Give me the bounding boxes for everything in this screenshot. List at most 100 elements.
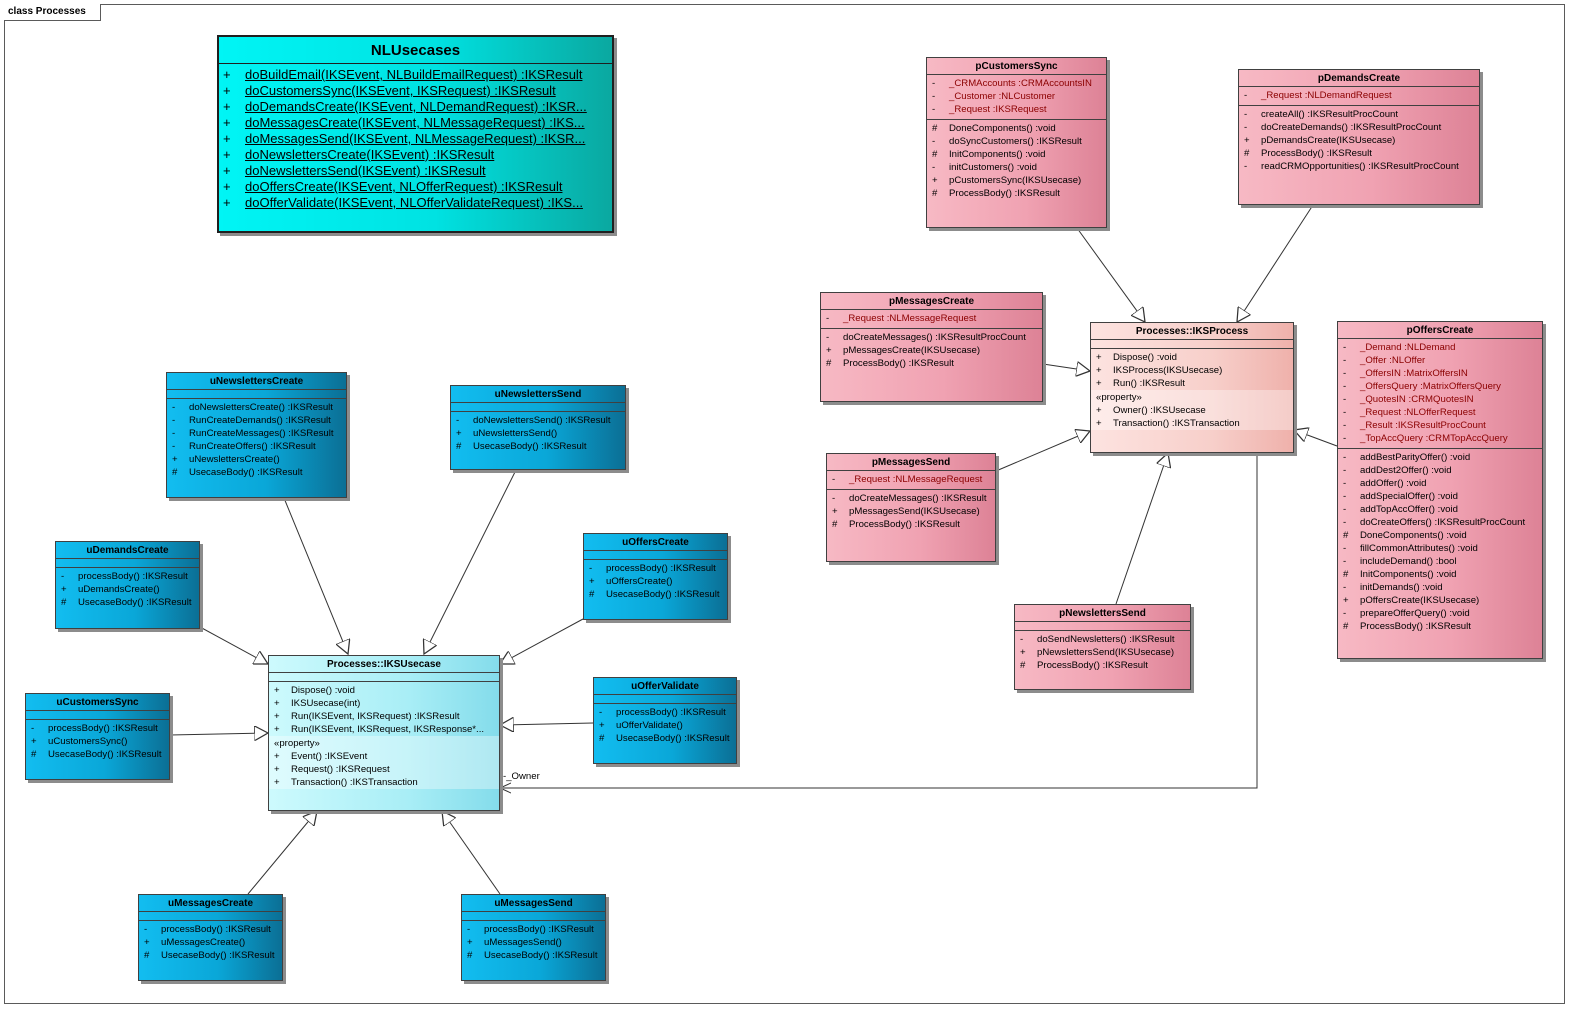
member-text: _Request :NLDemandRequest [1261,90,1392,101]
member-text: doCreateMessages() :IKSResult [849,493,987,504]
class-name: pCustomersSync [927,58,1106,75]
class-unewsletterscreate[interactable]: uNewslettersCreate -doNewslettersCreate(… [166,372,347,498]
operation-list: +Dispose() :void+IKSUsecase(int)+Run(IKS… [269,684,499,736]
gen-uOffersCreate [500,618,584,664]
member-row: +doNewslettersSend(IKSEvent) :IKSResult [219,163,612,179]
visibility-marker: - [932,104,936,115]
operations: -processBody() :IKSResult+uDemandsCreate… [56,568,199,612]
class-iksprocess[interactable]: Processes::IKSProcess +Dispose() :void+I… [1090,322,1294,453]
member-text: doSendNewsletters() :IKSResult [1037,634,1175,645]
class-ucustomerssync[interactable]: uCustomersSync -processBody() :IKSResult… [25,693,170,780]
class-unewsletterssend[interactable]: uNewslettersSend -doNewslettersSend() :I… [450,385,626,470]
visibility-marker: + [223,83,231,98]
class-umessagescreate[interactable]: uMessagesCreate -processBody() :IKSResul… [138,894,283,981]
class-udemandscreate[interactable]: uDemandsCreate -processBody() :IKSResult… [55,541,200,629]
member-row: +pMessagesCreate(IKSUsecase) [821,344,1042,357]
member-row: +doMessagesCreate(IKSEvent, NLMessageReq… [219,115,612,131]
attributes [1015,622,1190,631]
member-row: +doCustomersSync(IKSEvent, IKSRequest) :… [219,83,612,99]
visibility-marker: + [172,454,178,465]
visibility-marker: - [144,924,148,935]
member-row: +doOffersCreate(IKSEvent, NLOfferRequest… [219,179,612,195]
class-pcustomerssync[interactable]: pCustomersSync -_CRMAccounts :CRMAccount… [926,57,1107,228]
operations: +Dispose() :void+IKSProcess(IKSUsecase)+… [1091,349,1293,433]
class-pmessagescreate[interactable]: pMessagesCreate -_Request :NLMessageRequ… [820,292,1043,402]
member-row: +doMessagesSend(IKSEvent, NLMessageReque… [219,131,612,147]
member-row: -addBestParityOffer() :void [1338,451,1542,464]
member-text: IKSUsecase(int) [291,698,361,709]
member-row: -addTopAccOffer() :void [1338,503,1542,516]
member-text: UsecaseBody() :IKSResult [161,950,275,961]
visibility-marker: # [456,441,462,452]
class-uoffervalidate[interactable]: uOfferValidate -processBody() :IKSResult… [593,677,737,764]
visibility-marker: # [932,188,938,199]
class-iksusecase[interactable]: Processes::IKSUsecase +Dispose() :void+I… [268,655,500,811]
visibility-marker: # [172,467,178,478]
member-row: -readCRMOpportunities() :IKSResultProcCo… [1239,160,1479,173]
class-umessagessend[interactable]: uMessagesSend -processBody() :IKSResult+… [461,894,606,981]
member-text: addBestParityOffer() :void [1360,452,1471,463]
member-text: pCustomersSync(IKSUsecase) [949,175,1082,186]
member-text: _Request :NLMessageRequest [843,313,977,324]
member-text: _Request :IKSRequest [949,104,1047,115]
visibility-marker: - [1020,634,1024,645]
member-text: pMessagesSend(IKSUsecase) [849,506,980,517]
member-row: # UsecaseBody() :IKSResult [167,466,346,479]
member-text: UsecaseBody() :IKSResult [189,467,303,478]
visibility-marker: - [467,924,471,935]
member-text: addOffer() :void [1360,478,1427,489]
member-row: #ProcessBody() :IKSResult [1239,147,1479,160]
visibility-marker: - [1343,556,1347,567]
member-text: doBuildEmail(IKSEvent, NLBuildEmailReque… [245,67,583,82]
member-row: -processBody() :IKSResult [594,706,736,719]
member-row: -doCreateDemands() :IKSResultProcCount [1239,121,1479,134]
attributes: -_CRMAccounts :CRMAccountsIN-_Customer :… [927,75,1106,120]
member-text: addSpecialOffer() :void [1360,491,1458,502]
gen-pMessagesSend [995,431,1090,472]
member-row: +Event() :IKSEvent [269,750,499,763]
operations: -doSendNewsletters() :IKSResult+pNewslet… [1015,631,1190,675]
attributes [167,390,346,399]
class-pofferscreate[interactable]: pOffersCreate -_Demand :NLDemand-_Offer … [1337,321,1543,659]
visibility-marker: # [61,597,67,608]
attribute-row: - _Request :IKSRequest [927,103,1106,116]
member-row: +pDemandsCreate(IKSUsecase) [1239,134,1479,147]
member-row: +pCustomersSync(IKSUsecase) [927,174,1106,187]
class-pnewsletterssend[interactable]: pNewslettersSend -doSendNewsletters() :I… [1014,604,1191,690]
visibility-marker: + [1096,378,1102,389]
member-text: initCustomers() :void [949,162,1037,173]
attribute-row: -_OffersIN :MatrixOffersIN [1338,367,1542,380]
visibility-marker: - [1343,543,1347,554]
member-text: doDemandsCreate(IKSEvent, NLDemandReques… [245,99,587,114]
attribute-row: -_TopAccQuery :CRMTopAccQuery [1338,432,1542,445]
member-row: #InitComponents() :void [1338,568,1542,581]
class-nlusecases[interactable]: NLUsecases +doBuildEmail(IKSEvent, NLBui… [217,35,614,233]
visibility-marker: - [1343,342,1347,353]
class-name: pDemandsCreate [1239,70,1479,87]
visibility-marker: - [932,91,936,102]
class-pdemandscreate[interactable]: pDemandsCreate -_Request :NLDemandReques… [1238,69,1480,205]
member-row: +Run(IKSEvent, IKSRequest) :IKSResult [269,710,499,723]
visibility-marker: + [31,736,37,747]
visibility-marker: # [832,519,838,530]
visibility-marker: # [599,733,605,744]
visibility-marker: - [172,402,176,413]
member-text: includeDemand() :bool [1360,556,1457,567]
attributes [594,695,736,704]
member-text: ProcessBody() :IKSResult [949,188,1060,199]
member-text: processBody() :IKSResult [484,924,594,935]
visibility-marker: - [932,78,936,89]
visibility-marker: - [589,563,593,574]
member-text: Dispose() :void [291,685,355,696]
visibility-marker: - [31,723,35,734]
attributes [269,673,499,682]
member-text: doCreateMessages() :IKSResultProcCount [843,332,1026,343]
visibility-marker: + [274,751,280,762]
visibility-marker: - [1343,478,1347,489]
class-name: uNewslettersSend [451,386,625,403]
visibility-marker: - [1343,465,1347,476]
class-uofferscreate[interactable]: uOffersCreate -processBody() :IKSResult+… [583,533,728,620]
class-pmessagessend[interactable]: pMessagesSend -_Request :NLMessageReques… [826,453,996,562]
member-text: DoneComponents() :void [1360,530,1467,541]
member-row: #InitComponents() :void [927,148,1106,161]
